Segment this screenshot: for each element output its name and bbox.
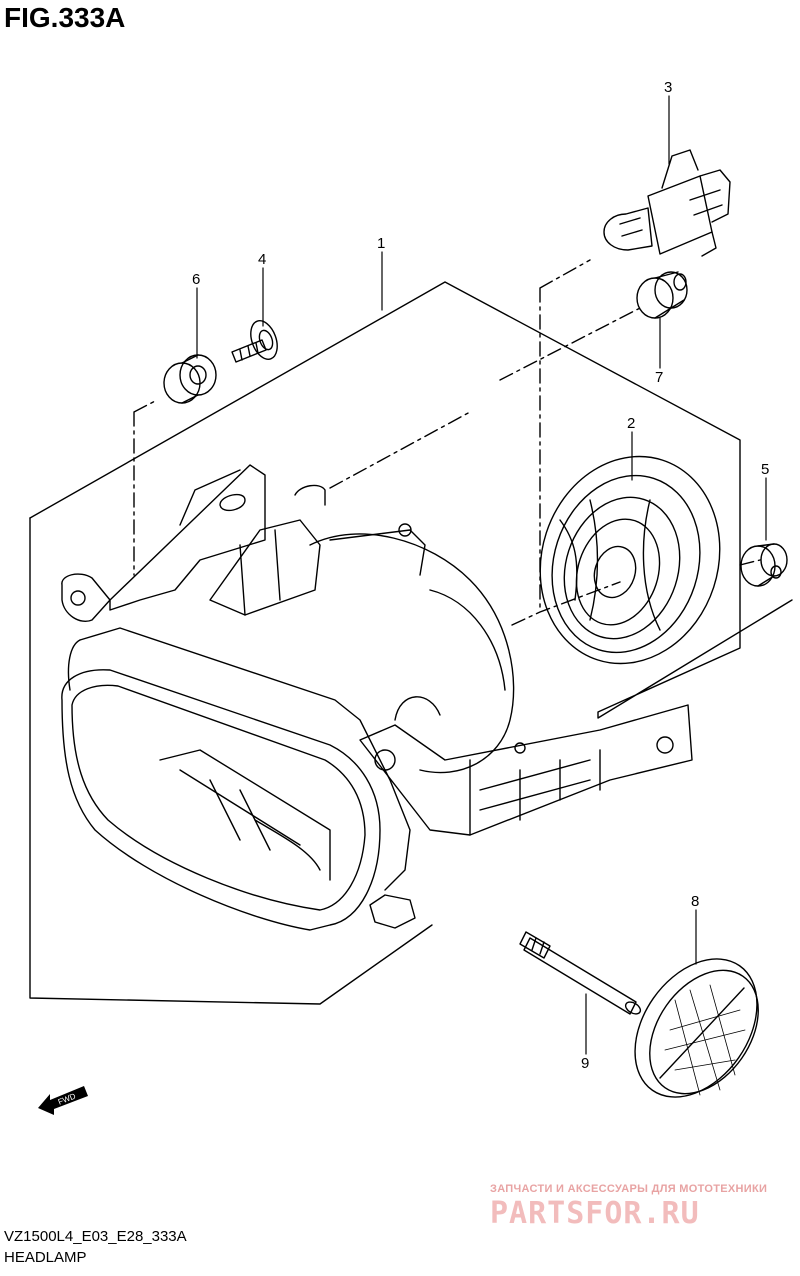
callout-lines xyxy=(196,95,767,1055)
grommet-right xyxy=(636,271,688,319)
cushion xyxy=(740,543,788,587)
watermark-tagline: ЗАПЧАСТИ И АКСЕССУАРЫ ДЛЯ МОТОТЕХНИКИ xyxy=(490,1183,768,1195)
reflex-reflector xyxy=(634,958,759,1098)
callout-8: 8 xyxy=(691,893,699,910)
model-code: VZ1500L4_E03_E28_333A xyxy=(4,1228,187,1245)
forward-arrow-icon: FWD xyxy=(38,1086,88,1115)
headlamp-housing xyxy=(61,464,693,931)
callout-7: 7 xyxy=(655,369,663,386)
headlamp-bulb xyxy=(603,149,731,257)
callout-6: 6 xyxy=(192,271,200,288)
callout-1: 1 xyxy=(377,235,385,252)
callout-3: 3 xyxy=(664,79,672,96)
leader-line xyxy=(329,411,621,626)
socket-cover xyxy=(539,455,721,665)
assembly-frame-line xyxy=(29,517,433,1005)
assembly-frame-line xyxy=(29,281,793,719)
screw xyxy=(231,320,278,363)
watermark-brand: PARTSFOR.RU xyxy=(490,1196,700,1231)
callout-5: 5 xyxy=(761,461,769,478)
callout-2: 2 xyxy=(627,415,635,432)
leader-line xyxy=(739,559,761,566)
leader-line xyxy=(539,259,591,613)
assembly-name: HEADLAMP xyxy=(4,1249,87,1266)
callout-4: 4 xyxy=(258,251,266,268)
callout-9: 9 xyxy=(581,1055,589,1072)
figure-title: FIG.333A xyxy=(4,2,126,33)
leader-line xyxy=(133,399,158,576)
grommet-left xyxy=(163,354,217,404)
leader-line xyxy=(499,307,641,381)
fwd-label: FWD xyxy=(57,1091,77,1106)
pin xyxy=(519,931,642,1015)
